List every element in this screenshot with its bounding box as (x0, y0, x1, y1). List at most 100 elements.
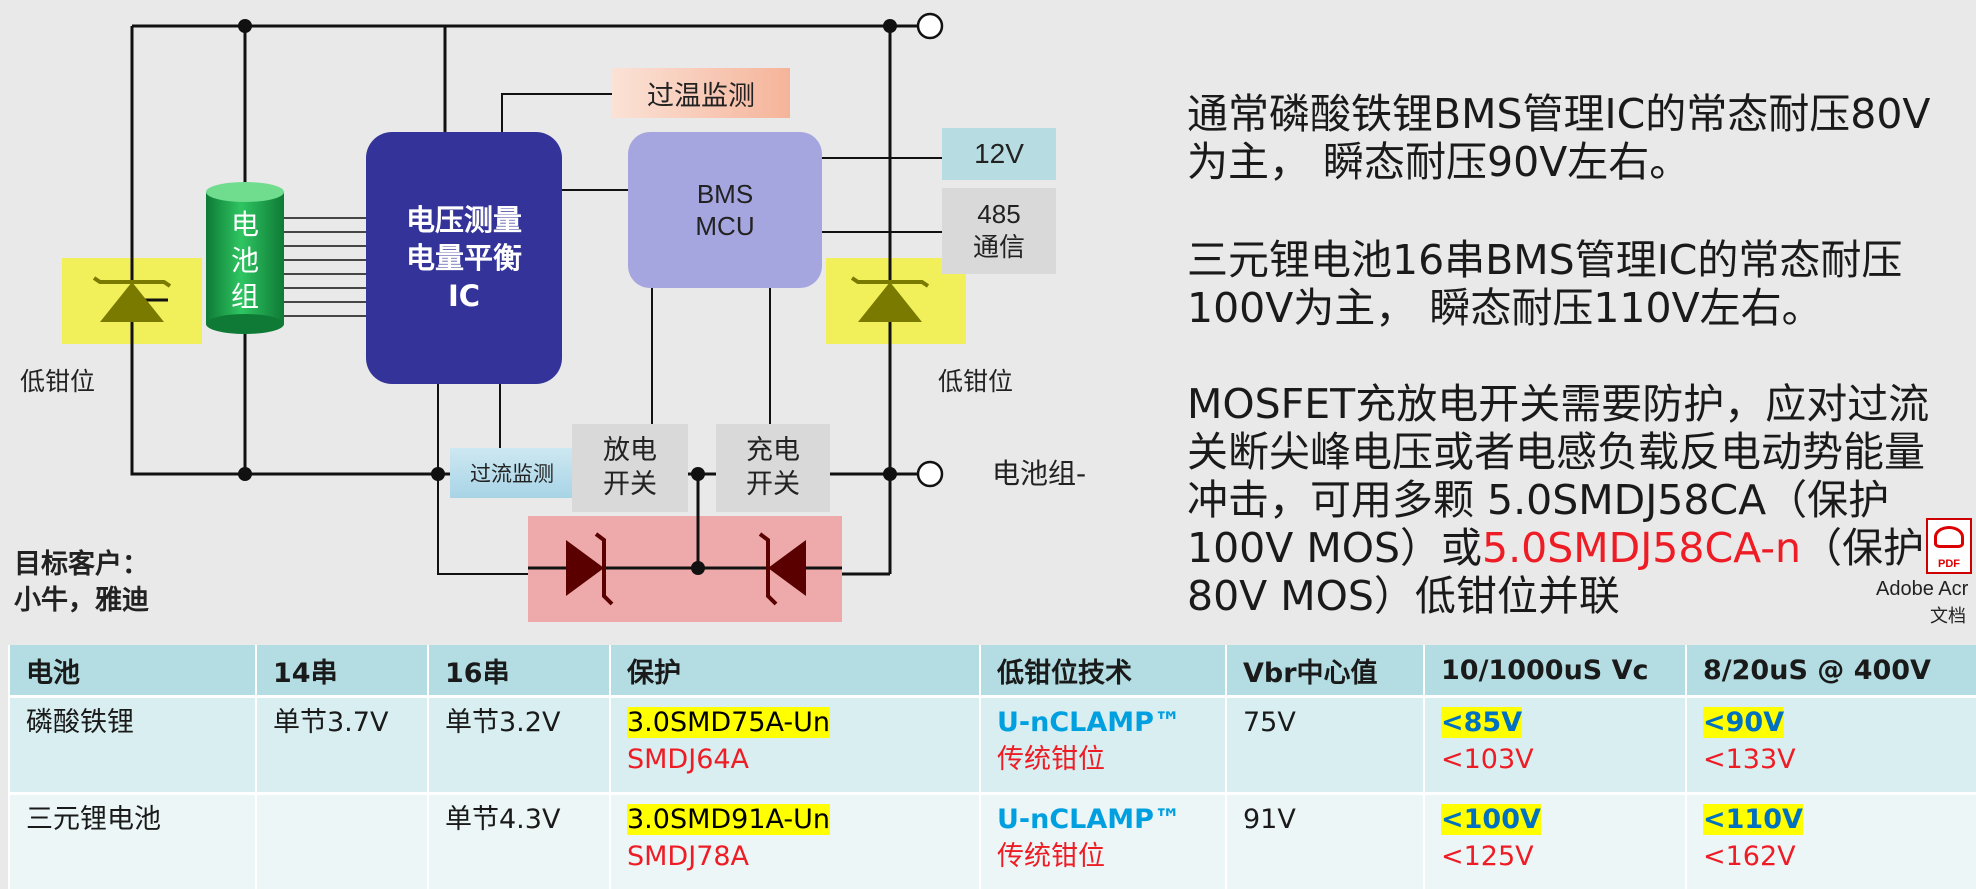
cell-battery: 三元锂电池 (9, 794, 256, 889)
charge-switch-box: 充电 开关 (716, 424, 830, 512)
p3-line4-red: 5.0SMDJ58CA-n (1482, 524, 1801, 572)
header-16s: 16串 (428, 645, 610, 697)
cell-14s (256, 794, 428, 889)
junction-dot (883, 467, 897, 481)
vc-unclamp: <100V (1441, 804, 1541, 835)
port-485-box: 485 通信 (942, 188, 1056, 274)
p3-line5: 80V MOS）低钳位并联 (1187, 572, 1929, 620)
battery-label-1: 电 (231, 207, 259, 243)
vc-traditional: <103V (1441, 744, 1534, 775)
header-vc-10-1000: 10/1000uS Vc (1424, 645, 1686, 697)
junction-dot (431, 467, 445, 481)
description-paragraph-1: 通常磷酸铁锂BMS管理IC的常态耐压80V 为主， 瞬态耐压90V左右。 (1187, 90, 1930, 186)
header-protection: 保护 (610, 645, 980, 697)
mcu-label-2: MCU (695, 210, 754, 242)
v820-traditional: <162V (1703, 841, 1796, 872)
discharge-switch-label-1: 放电 (603, 434, 657, 468)
ic-label-2: 电量平衡 (406, 239, 522, 277)
p3-line4: 100V MOS）或5.0SMDJ58CA-n（保护 (1187, 524, 1929, 572)
protection-part-primary: 3.0SMD75A-Un (627, 707, 830, 738)
battery-negative-label: 电池组- (992, 452, 1086, 492)
target-customer-title: 目标客户： (14, 542, 149, 581)
junction-dot (883, 19, 897, 33)
junction-dot (238, 467, 252, 481)
protection-part-legacy: SMDJ64A (627, 744, 749, 775)
battery-label-2: 池 (231, 243, 259, 279)
discharge-switch-label-2: 开关 (603, 468, 657, 502)
tech-traditional: 传统钳位 (997, 841, 1105, 872)
tech-unclamp: U-nCLAMP™ (997, 804, 1181, 835)
cell-clamp-tech: U-nCLAMP™ 传统钳位 (980, 794, 1226, 889)
low-clamp-left-label: 低钳位 (20, 362, 95, 398)
v820-unclamp: <110V (1703, 804, 1803, 835)
cell-vbr: 91V (1226, 794, 1424, 889)
v820-unclamp: <90V (1703, 707, 1784, 738)
p3-line1: MOSFET充放电开关需要防护，应对过流 (1187, 380, 1929, 428)
pdf-attachment[interactable]: PDF Adobe Acr 文档 (1870, 518, 1976, 628)
cell-battery: 磷酸铁锂 (9, 697, 256, 794)
cell-14s: 单节3.7V (256, 697, 428, 794)
cell-vc-10-1000: <100V <125V (1424, 794, 1686, 889)
junction-dot (238, 19, 252, 33)
mcu-label-1: BMS (697, 178, 753, 210)
port-485-label-1: 485 (977, 197, 1020, 231)
port-12v-box: 12V (942, 128, 1056, 180)
header-battery: 电池 (9, 645, 256, 697)
over-current-monitor-label: 过流监测 (450, 448, 574, 498)
p2-line2: 100V为主， 瞬态耐压110V左右。 (1187, 284, 1902, 332)
cell-clamp-tech: U-nCLAMP™ 传统钳位 (980, 697, 1226, 794)
low-clamp-right-label: 低钳位 (938, 362, 1013, 398)
header-14s: 14串 (256, 645, 428, 697)
p1-line1: 通常磷酸铁锂BMS管理IC的常态耐压80V (1187, 90, 1930, 138)
protection-part-legacy: SMDJ78A (627, 841, 749, 872)
negative-terminal (918, 462, 942, 486)
cell-8-20us: <90V <133V (1686, 697, 1976, 794)
pdf-icon-text: PDF (1928, 558, 1970, 570)
ic-label-1: 电压测量 (406, 201, 522, 239)
p3-line2: 关断尖峰电压或者电感负载反电动势能量 (1187, 428, 1929, 476)
charge-switch-label-2: 开关 (746, 468, 800, 502)
header-vbr: Vbr中心值 (1226, 645, 1424, 697)
discharge-switch-box: 放电 开关 (572, 424, 688, 512)
cell-8-20us: <110V <162V (1686, 794, 1976, 889)
p3-line4-a: 100V MOS）或 (1187, 524, 1482, 572)
header-8-20us: 8/20uS @ 400V (1686, 645, 1976, 697)
cell-16s: 单节3.2V (428, 697, 610, 794)
bms-mcu-box: BMS MCU (628, 132, 822, 288)
junction-dot (691, 467, 705, 481)
positive-terminal (918, 14, 942, 38)
cell-16s: 单节4.3V (428, 794, 610, 889)
cell-vbr: 75V (1226, 697, 1424, 794)
p1-line2: 为主， 瞬态耐压90V左右。 (1187, 138, 1930, 186)
header-clamp-tech: 低钳位技术 (980, 645, 1226, 697)
description-paragraph-2: 三元锂电池16串BMS管理IC的常态耐压 100V为主， 瞬态耐压110V左右。 (1187, 236, 1902, 332)
pdf-icon: PDF (1926, 518, 1972, 574)
target-customer-names: 小牛，雅迪 (14, 578, 149, 617)
p3-line3: 冲击，可用多颗 5.0SMDJ58CA（保护 (1187, 476, 1929, 524)
port-485-label-2: 通信 (973, 231, 1025, 265)
vc-traditional: <125V (1441, 841, 1534, 872)
battery-pack: 电 池 组 (206, 182, 284, 334)
protection-part-primary: 3.0SMD91A-Un (627, 804, 830, 835)
vc-unclamp: <85V (1441, 707, 1522, 738)
ic-label-3: IC (448, 277, 480, 315)
p2-line1: 三元锂电池16串BMS管理IC的常态耐压 (1187, 236, 1902, 284)
pdf-attachment-type: 文档 (1930, 602, 1966, 628)
tech-unclamp: U-nCLAMP™ (997, 707, 1181, 738)
description-paragraph-3: MOSFET充放电开关需要防护，应对过流 关断尖峰电压或者电感负载反电动势能量 … (1187, 380, 1929, 620)
pdf-attachment-name: Adobe Acr (1876, 578, 1968, 601)
bms-circuit-diagram (0, 0, 1150, 640)
cell-vc-10-1000: <85V <103V (1424, 697, 1686, 794)
voltage-measure-ic-box: 电压测量 电量平衡 IC (366, 132, 562, 384)
tech-traditional: 传统钳位 (997, 744, 1105, 775)
charge-switch-label-1: 充电 (746, 434, 800, 468)
tvs-protection-table: 电池 14串 16串 保护 低钳位技术 Vbr中心值 10/1000uS Vc … (8, 645, 1976, 889)
battery-label-3: 组 (231, 279, 259, 315)
over-temp-monitor-label: 过温监测 (612, 68, 790, 118)
table-header-row: 电池 14串 16串 保护 低钳位技术 Vbr中心值 10/1000uS Vc … (9, 645, 1976, 697)
v820-traditional: <133V (1703, 744, 1796, 775)
